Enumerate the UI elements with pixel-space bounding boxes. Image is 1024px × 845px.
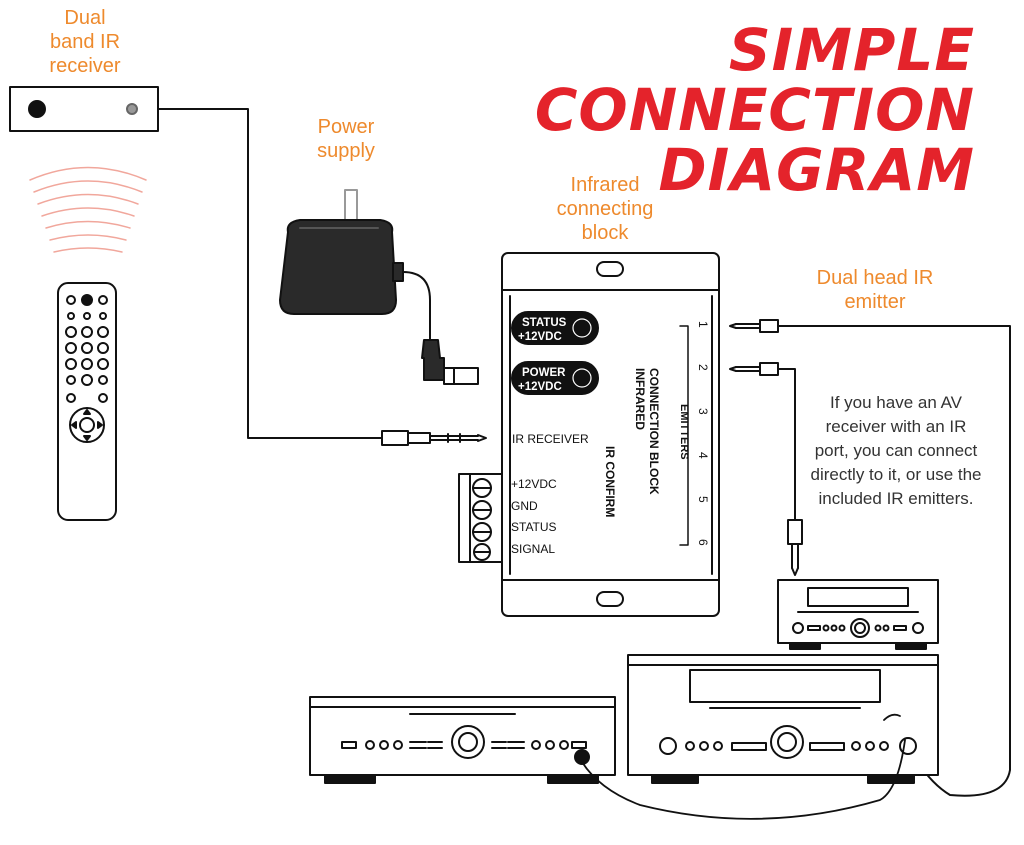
block-name-line1: INFRARED xyxy=(633,368,647,430)
block-name-line2: CONNECTION BLOCK xyxy=(647,368,661,495)
ir-receiver-device xyxy=(9,86,159,132)
av-receiver-note: If you have an AV receiver with an IR po… xyxy=(810,393,982,508)
emitter-number-4: 4 xyxy=(696,452,710,459)
ir-receiver-jack xyxy=(381,430,487,446)
emitter-number-2: 2 xyxy=(696,364,710,371)
ir-confirm-label: IR CONFIRM xyxy=(603,446,617,517)
terminal-label-12vdc: +12VDC xyxy=(511,477,557,491)
emitter-jack-2 xyxy=(729,362,803,576)
title-line-1: SIMPLE CONNECTION xyxy=(534,16,975,144)
power-button xyxy=(511,361,599,395)
terminal-label-status: STATUS xyxy=(511,520,557,534)
receiver-cable xyxy=(157,108,383,439)
connecting-block-label: Infrared connecting block xyxy=(556,174,654,244)
ir-receiver-label: Dual band IR receiver xyxy=(49,7,121,77)
emitter-number-3: 3 xyxy=(696,408,710,415)
emitter-number-6: 6 xyxy=(696,539,710,546)
emitters-label: EMITTERS xyxy=(678,404,690,460)
power-supply-adapter xyxy=(279,189,479,385)
terminal-label-signal: SIGNAL xyxy=(511,542,555,556)
emitter-label: Dual head IR emitter xyxy=(816,267,934,313)
remote-control xyxy=(57,282,117,521)
title-line-2: DIAGRAM xyxy=(658,136,975,204)
status-button xyxy=(511,311,599,345)
terminal-label-gnd: GND xyxy=(511,499,538,513)
status-button-line1: STATUS xyxy=(522,317,567,329)
ir-signal-waves xyxy=(29,166,147,253)
emitter-number-5: 5 xyxy=(696,496,710,503)
ir-receiver-port-label: IR RECEIVER xyxy=(512,432,589,446)
left-av-component xyxy=(309,696,616,784)
power-button-line2: +12VDC xyxy=(518,381,562,393)
small-av-receiver xyxy=(777,579,939,650)
power-supply-label: Power supply xyxy=(317,116,375,162)
large-av-receiver xyxy=(627,654,939,784)
emitter-cable-left xyxy=(581,739,906,820)
diagram-title: SIMPLE CONNECTION DIAGRAM xyxy=(300,20,975,200)
connection-block xyxy=(458,252,720,617)
status-button-line2: +12VDC xyxy=(518,331,562,343)
screw-terminal-block xyxy=(458,473,503,563)
emitter-number-1: 1 xyxy=(696,321,710,328)
power-button-line1: POWER xyxy=(522,367,566,379)
